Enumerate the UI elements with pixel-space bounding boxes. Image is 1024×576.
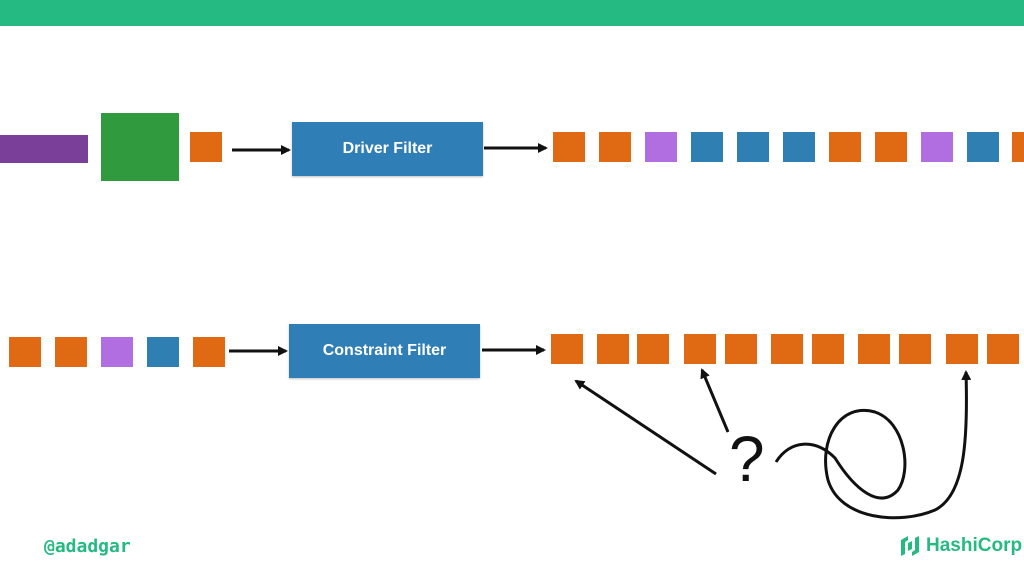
orange-block xyxy=(637,334,669,364)
orange-block xyxy=(875,132,907,162)
top-accent-bar xyxy=(0,0,1024,26)
brand-logo: HashiCorp xyxy=(898,534,1022,558)
question-arrow-loop xyxy=(774,370,972,520)
orange-block xyxy=(899,334,931,364)
orange-block xyxy=(684,334,716,364)
dark-purple-block xyxy=(0,135,88,163)
hashicorp-logo-icon xyxy=(901,536,919,556)
blue-block xyxy=(691,132,723,162)
blue-block xyxy=(147,337,179,367)
blue-block xyxy=(783,132,815,162)
blue-block xyxy=(737,132,769,162)
driver-filter-box: Driver Filter xyxy=(292,122,483,176)
constraint-filter-box: Constraint Filter xyxy=(289,324,480,378)
purple-block xyxy=(921,132,953,162)
orange-block xyxy=(829,132,861,162)
orange-block xyxy=(55,337,87,367)
green-block xyxy=(101,113,179,181)
orange-block xyxy=(190,132,222,162)
brand-name: HashiCorp xyxy=(926,535,1023,556)
orange-block xyxy=(1012,132,1024,162)
orange-block xyxy=(858,334,890,364)
orange-block xyxy=(987,334,1019,364)
purple-block xyxy=(645,132,677,162)
orange-block xyxy=(553,132,585,162)
question-arrow-middle xyxy=(700,368,730,433)
driver-filter-label: Driver Filter xyxy=(342,140,433,157)
orange-block xyxy=(551,334,583,364)
orange-block xyxy=(9,337,41,367)
orange-block xyxy=(812,334,844,364)
question-arrow-left xyxy=(574,379,717,476)
purple-block xyxy=(101,337,133,367)
question-mark: ? xyxy=(729,423,765,495)
orange-block xyxy=(597,334,629,364)
orange-block xyxy=(599,132,631,162)
blue-block xyxy=(967,132,999,162)
orange-block xyxy=(771,334,803,364)
author-handle: @adadgar xyxy=(44,536,131,557)
constraint-filter-label: Constraint Filter xyxy=(322,342,447,359)
orange-block xyxy=(193,337,225,367)
orange-block xyxy=(725,334,757,364)
orange-block xyxy=(946,334,978,364)
